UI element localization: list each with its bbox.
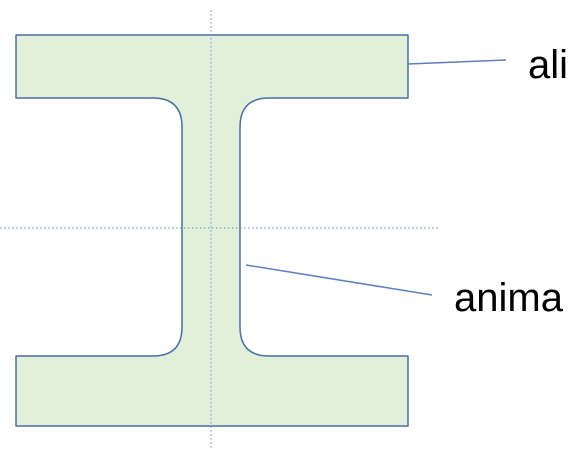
flange-label: ali <box>528 43 568 87</box>
i-beam-section <box>15 34 409 427</box>
web-label: anima <box>454 276 564 320</box>
flange-leader-line <box>407 59 507 65</box>
web-leader-line <box>245 264 433 296</box>
